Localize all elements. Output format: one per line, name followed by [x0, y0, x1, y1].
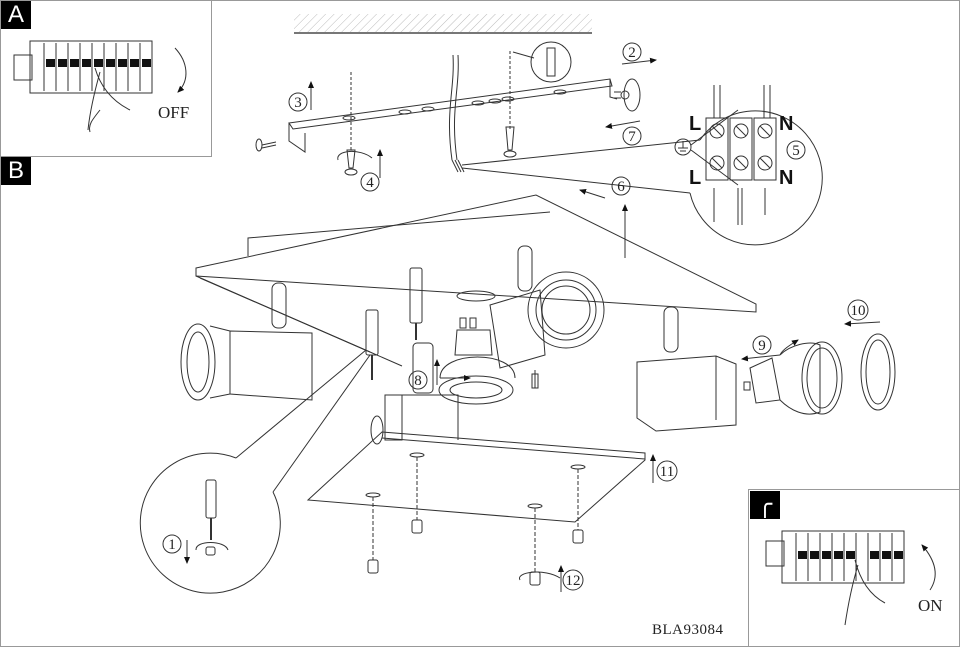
svg-text:1: 1: [168, 537, 176, 553]
spotlight-right: [636, 306, 737, 432]
standoff-rod-3: [412, 342, 434, 394]
rod-detail-magnifier: [139, 349, 371, 594]
ceiling-hatch: [294, 14, 592, 32]
wall-plug-detail: [512, 41, 572, 83]
panel-a-tag: A: [1, 1, 31, 29]
terminal-block-detail: [674, 85, 823, 246]
svg-text:10: 10: [851, 303, 866, 319]
standoff-rod-2: [409, 267, 423, 340]
svg-text:11: 11: [660, 464, 674, 480]
on-label: ON: [918, 596, 943, 615]
step-7-badge: 7: [622, 126, 642, 146]
cap-nut-2: [409, 452, 425, 534]
step-3-badge: 3: [288, 92, 308, 112]
step-10-badge: 10: [847, 299, 869, 321]
terminal-neutral-top: N: [779, 113, 793, 135]
arrow-step-6: [579, 188, 606, 199]
wall-screw-1: [337, 72, 373, 176]
breaker-panel-off: [13, 40, 187, 133]
off-label: OFF: [158, 103, 189, 122]
mounting-bracket: [288, 78, 618, 153]
model-code: BLA93084: [652, 622, 724, 638]
screw-left: [255, 138, 277, 152]
side-screw: [605, 57, 657, 129]
panel-c-tag: ╭: [750, 491, 780, 519]
step-1-badge: 1: [162, 534, 182, 554]
breaker-panel-on: [765, 530, 936, 626]
cap-nut-1: [365, 492, 381, 574]
step-11-badge: 11: [656, 460, 678, 482]
step-9-badge: 9: [752, 335, 772, 355]
power-cable: [448, 54, 701, 194]
step-8-badge: 8: [408, 370, 428, 390]
svg-text:7: 7: [628, 129, 636, 145]
gu10-bulb-center: [438, 317, 516, 405]
rotate-arrow-12: [519, 571, 561, 581]
earth-ground-icon: [674, 138, 692, 156]
wall-screw-2: [503, 51, 517, 158]
terminal-neutral-bottom: N: [779, 167, 793, 189]
panel-a-frame: [0, 0, 212, 157]
svg-text:8: 8: [414, 373, 422, 389]
standoff-rod-1: [365, 309, 379, 380]
svg-text:2: 2: [628, 45, 636, 61]
arrow-step-9: [741, 354, 781, 362]
spotlight-left: [180, 282, 313, 401]
step-2-badge: 2: [622, 42, 642, 62]
cover-plate: [306, 431, 646, 523]
svg-text:5: 5: [792, 143, 800, 159]
svg-text:12: 12: [566, 573, 581, 589]
ceiling-plate: [195, 194, 757, 367]
panel-b-tag: B: [1, 157, 31, 185]
terminal-live-bottom: L: [689, 167, 701, 189]
svg-text:4: 4: [366, 175, 374, 191]
svg-text:6: 6: [617, 179, 625, 195]
gu10-bulb-replacement: [743, 339, 843, 415]
terminal-live-top: L: [689, 113, 701, 135]
step-4-badge: 4: [360, 172, 380, 192]
spotlight-back-right: [489, 245, 605, 389]
arrow-step-10: [844, 320, 881, 327]
step-12-badge: 12: [562, 569, 584, 591]
step-5-badge: 5: [786, 140, 806, 160]
svg-text:3: 3: [294, 95, 302, 111]
center-ring: [456, 290, 496, 302]
svg-text:9: 9: [758, 338, 766, 354]
cap-nut-4: [570, 464, 586, 544]
lens-ring: [860, 333, 896, 411]
step-6-badge: 6: [611, 176, 631, 196]
